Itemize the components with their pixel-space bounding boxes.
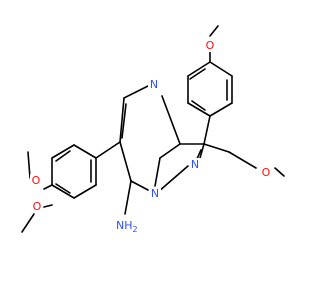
bond-line [27,151,31,179]
bond-line [119,97,125,143]
oxygen-atom-dimethoxy-lower: O [33,200,42,213]
label-mask [189,158,201,171]
bond-line [209,61,233,77]
label-mask [31,200,43,213]
bond-line [21,213,35,233]
bond-line [119,141,132,182]
oxygen-atom-dimethoxy-upper: O [32,174,41,187]
bond-line [189,68,206,80]
bond-line [209,25,219,37]
structure-canvas: O O N N N O O NH2 [21,25,285,234]
bond-line [55,150,71,162]
bond-line [73,184,97,199]
amine-group-label: NH2 [116,219,138,234]
bond-line [130,180,149,191]
bond-line [199,143,205,159]
bond-line [187,61,211,77]
bond-line [203,143,230,153]
nitrogen-atom-pyrazole: N [191,158,199,171]
bond-line [55,183,71,194]
bond-line [274,167,285,177]
bond-line [203,115,211,145]
bond-line [51,184,75,199]
bond-line [43,184,53,190]
bond-line [124,180,132,215]
nitrogen-atom-pyrimidine: N [150,78,158,91]
amine-nh: NH [116,219,133,232]
label-mask [115,218,135,232]
label-mask [204,39,216,52]
oxygen-atom-methoxymethyl: O [262,166,271,179]
label-mask [30,174,42,187]
molecule-structure: O O N N N O O NH2 [21,25,285,234]
bond-line [121,103,127,139]
bond-line [159,143,181,159]
bond-line [51,144,75,159]
bond-line [73,144,97,159]
amine-subscript: 2 [133,225,138,234]
bond-line [161,95,181,145]
bond-line [43,204,53,208]
label-mask [148,78,160,91]
label-layer: O O N N N O O NH2 [30,39,272,234]
bond-line [123,85,149,99]
bond-line [157,165,189,193]
oxygen-atom-top: O [206,39,215,52]
bond-line [154,157,161,187]
label-mask [149,187,161,200]
bond-layer [21,25,285,233]
label-mask [260,166,272,179]
bond-line [209,102,233,117]
nitrogen-atom-bridge: N [151,187,159,200]
bond-line [191,100,206,111]
bond-line [95,141,121,159]
bond-line [228,151,257,169]
bond-line [187,102,211,117]
